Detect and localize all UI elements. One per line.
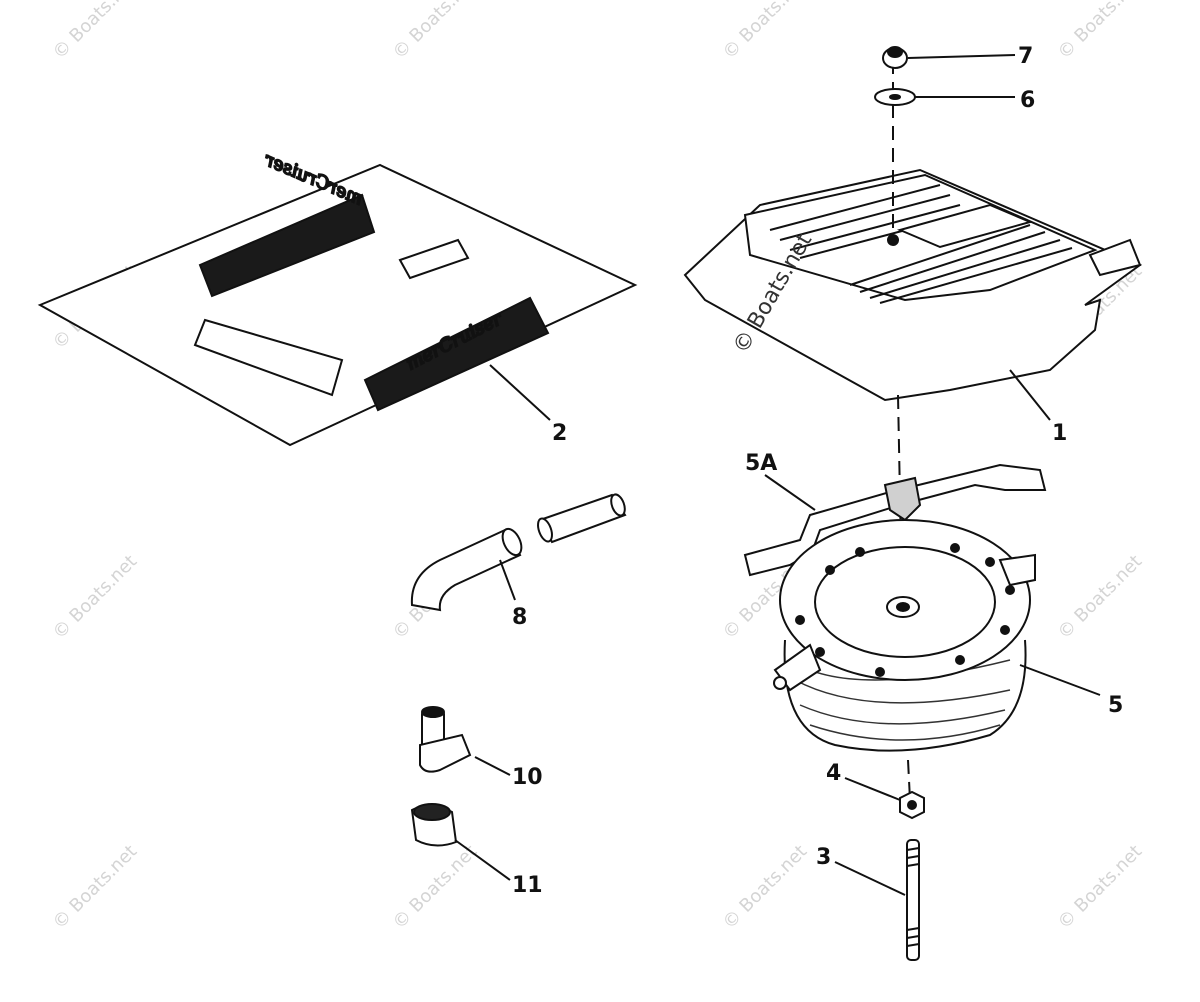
watermark: © Boats.net <box>389 0 481 64</box>
callout-6: 6 <box>1020 88 1035 113</box>
watermark: © Boats.net <box>719 841 811 933</box>
hose-drawing <box>410 493 627 612</box>
callout-7: 7 <box>1018 44 1033 69</box>
watermark: © Boats.net <box>1054 551 1146 643</box>
callout-1: 1 <box>1052 421 1067 446</box>
callout-8: 8 <box>512 605 527 630</box>
elbow-drawing <box>419 706 472 773</box>
decal-logo-lower: merCruiser <box>363 296 550 412</box>
callout-4: 4 <box>826 761 841 786</box>
leader-lines <box>454 54 1101 896</box>
watermark: © Boats.net <box>719 0 811 64</box>
watermark-layer: © Boats.net © Boats.net © Boats.net © Bo… <box>49 0 1146 934</box>
watermark: © Boats.net <box>1054 0 1146 64</box>
watermark: © Boats.net <box>49 551 141 643</box>
callout-3: 3 <box>816 845 831 870</box>
callout-5a: 5A <box>745 451 777 476</box>
stud-drawing <box>906 839 920 961</box>
callout-11: 11 <box>512 873 543 898</box>
washer-drawing <box>874 88 916 106</box>
callout-2: 2 <box>552 421 567 446</box>
cover-drawing <box>683 168 1143 402</box>
callouts: 7 7 6 1 2 5A 5 8 4 3 3 10 11 <box>512 44 1123 898</box>
watermark: © Boats.net <box>49 841 141 933</box>
callout-5: 5 <box>1108 693 1123 718</box>
cap-nut-drawing <box>882 46 908 69</box>
flame-arrestor-drawing <box>773 519 1036 752</box>
callout-10: 10 <box>512 765 543 790</box>
watermark: © Boats.net <box>389 841 481 933</box>
nut-drawing <box>899 790 925 820</box>
plug-drawing <box>410 803 458 847</box>
watermark: © Boats.net <box>49 0 141 64</box>
watermark: © Boats.net <box>1054 841 1146 933</box>
decal-sheet-drawing: merCruiser merCruiser <box>37 148 638 447</box>
